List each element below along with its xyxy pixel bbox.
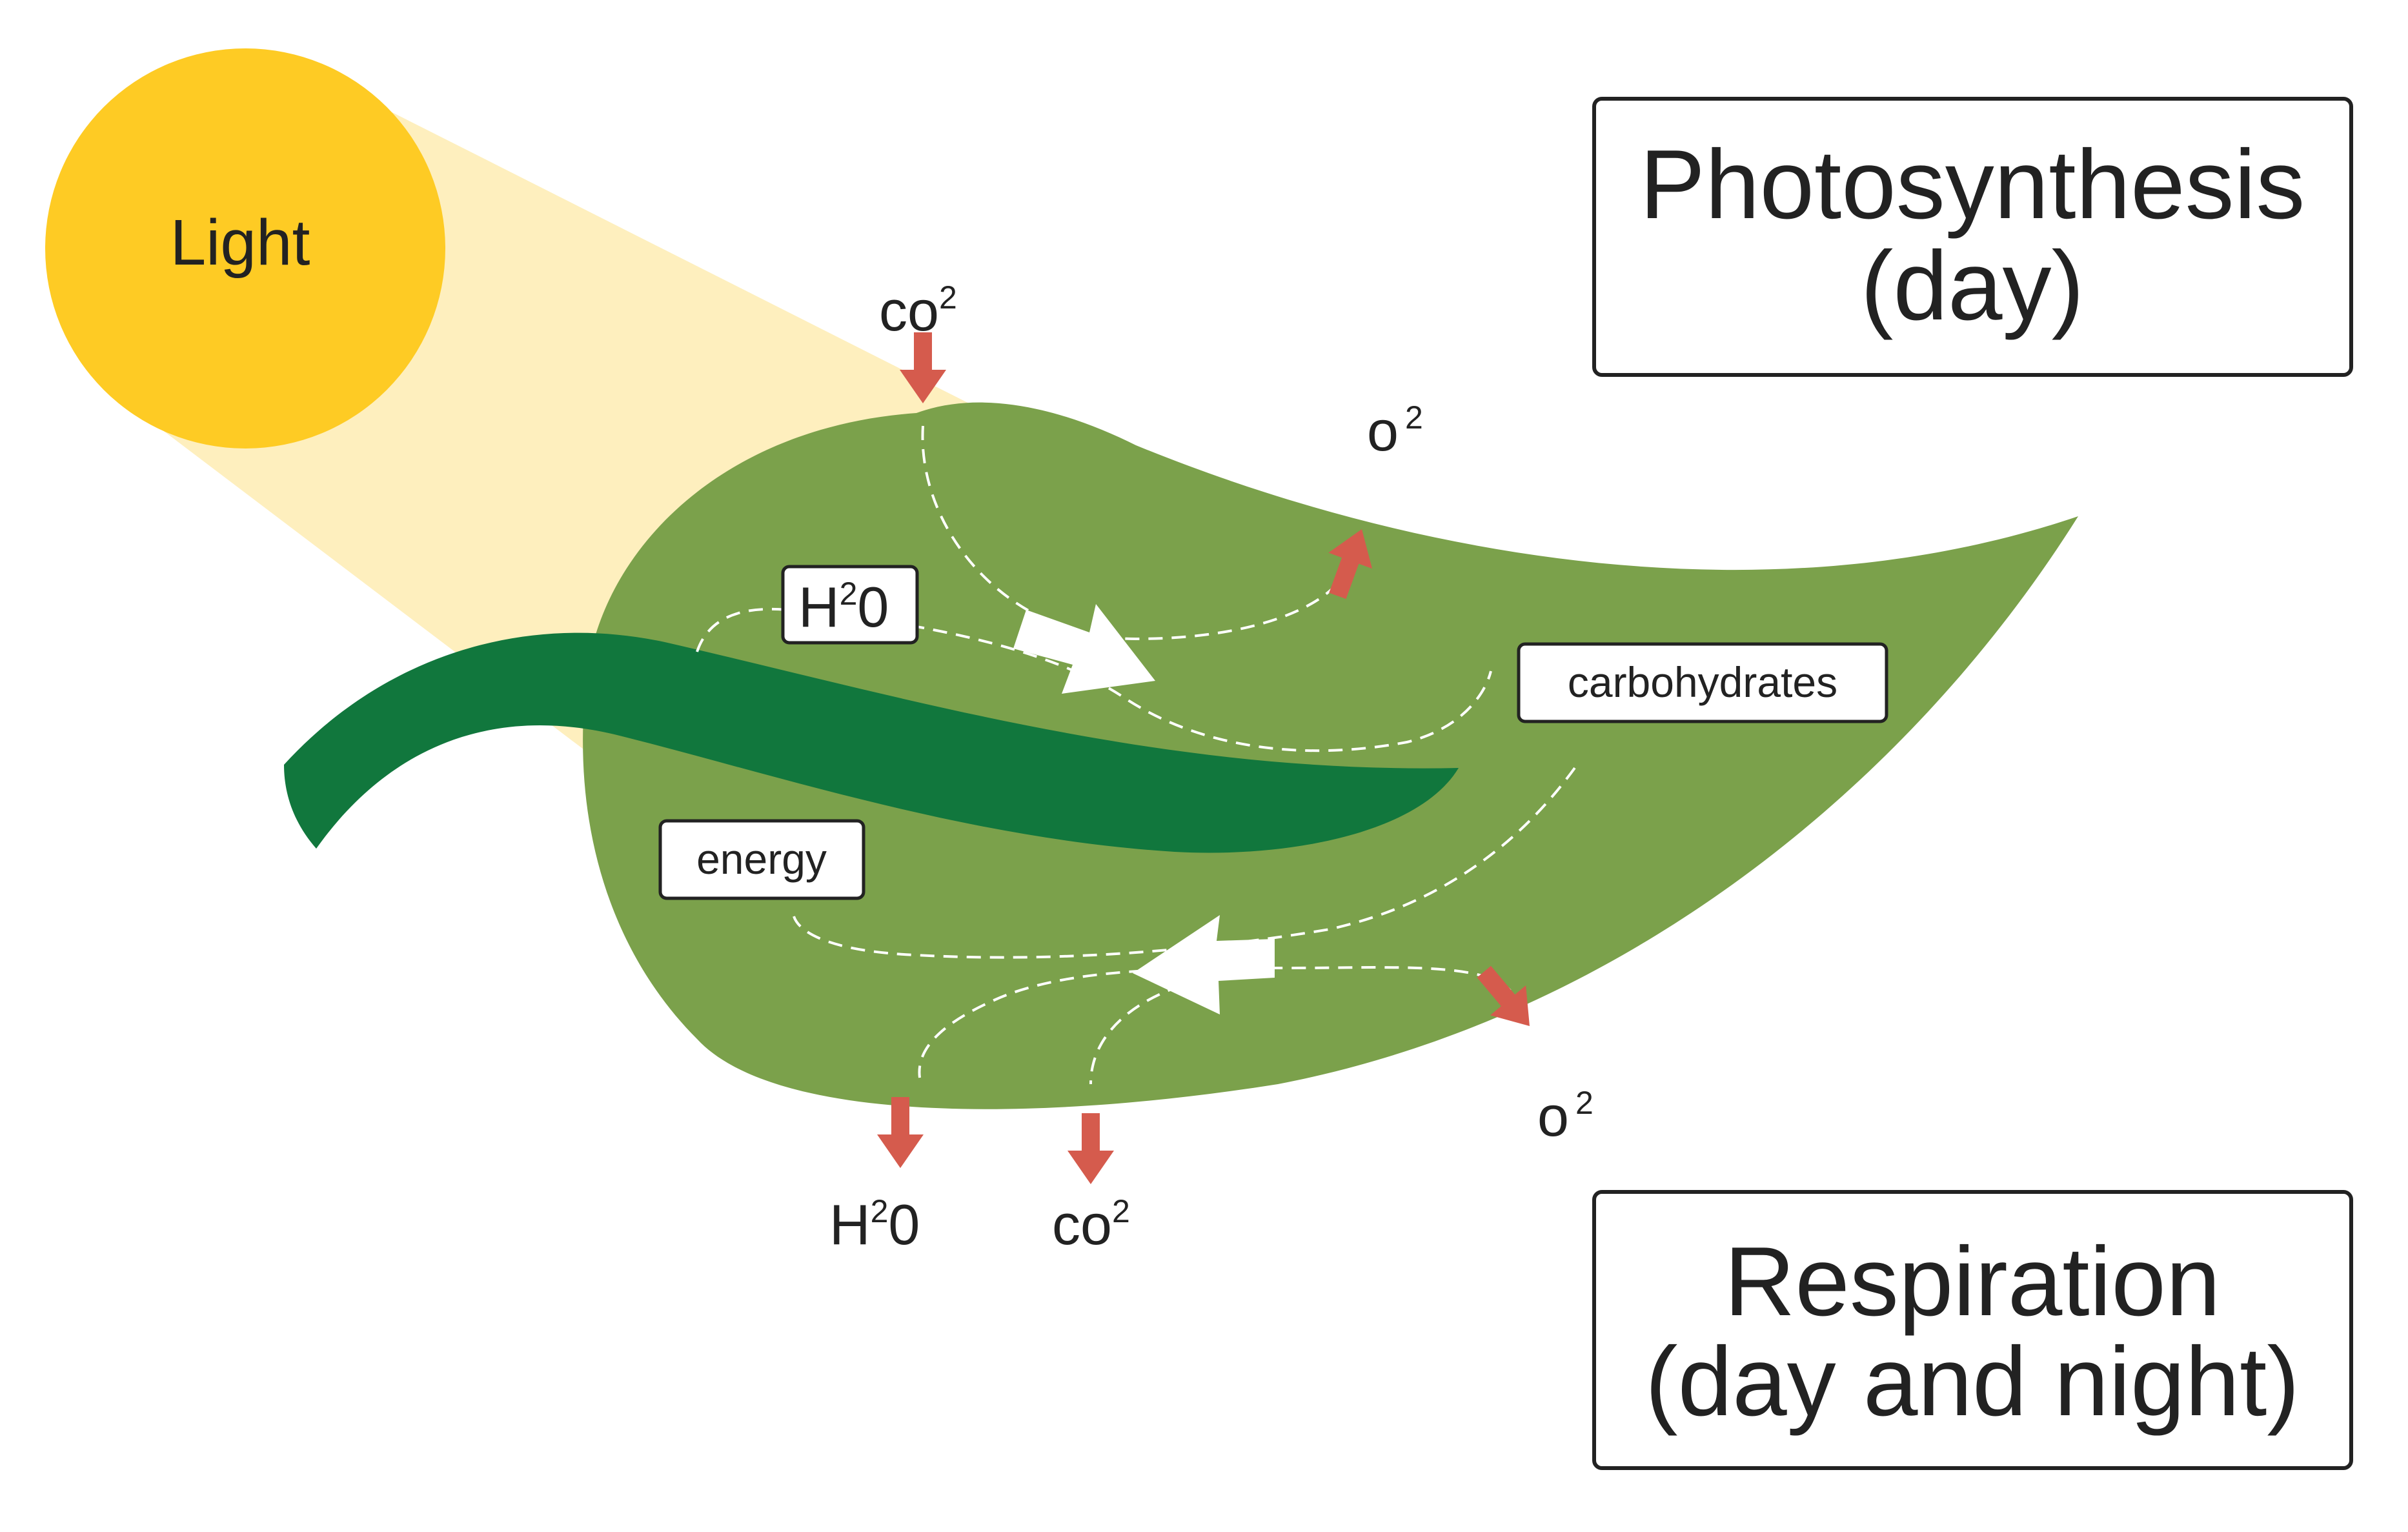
svg-text:(day): (day) xyxy=(1861,231,2084,341)
leaf-stem xyxy=(284,632,1459,853)
co2-in-label: co2 xyxy=(879,279,957,343)
svg-text:energy: energy xyxy=(696,835,827,883)
svg-text:Photosynthesis: Photosynthesis xyxy=(1640,130,2305,239)
svg-text:o2: o2 xyxy=(1537,1084,1594,1148)
photosynthesis-title-box: Photosynthesis (day) xyxy=(1592,97,2353,377)
water-out-label: H20 xyxy=(829,1193,920,1256)
respiration-title-box: Respiration (day and night) xyxy=(1592,1190,2353,1470)
svg-text:(day and night): (day and night) xyxy=(1645,1327,2300,1436)
svg-text:co2: co2 xyxy=(879,279,957,343)
water-out-arrow[interactable] xyxy=(877,1097,924,1168)
co2-out-label: co2 xyxy=(1052,1193,1130,1256)
respiration-process-arrow[interactable] xyxy=(1133,915,1275,1014)
photosynthesis-process-arrow[interactable] xyxy=(1013,604,1155,694)
carbohydrates-label-box: carbohydrates xyxy=(1517,642,1888,723)
sun-label: Light xyxy=(170,207,310,279)
svg-text:carbohydrates: carbohydrates xyxy=(1568,658,1837,706)
water-label-box: H20 xyxy=(781,565,919,645)
svg-text:o2: o2 xyxy=(1367,399,1423,463)
co2-out-arrow[interactable] xyxy=(1067,1113,1114,1184)
svg-text:co2: co2 xyxy=(1052,1193,1130,1256)
svg-text:Respiration: Respiration xyxy=(1725,1227,2221,1336)
svg-text:H20: H20 xyxy=(798,575,889,639)
leaf-body xyxy=(583,402,2079,1109)
svg-text:H20: H20 xyxy=(829,1193,920,1256)
energy-label-box: energy xyxy=(658,819,865,900)
sun-icon xyxy=(45,48,445,449)
